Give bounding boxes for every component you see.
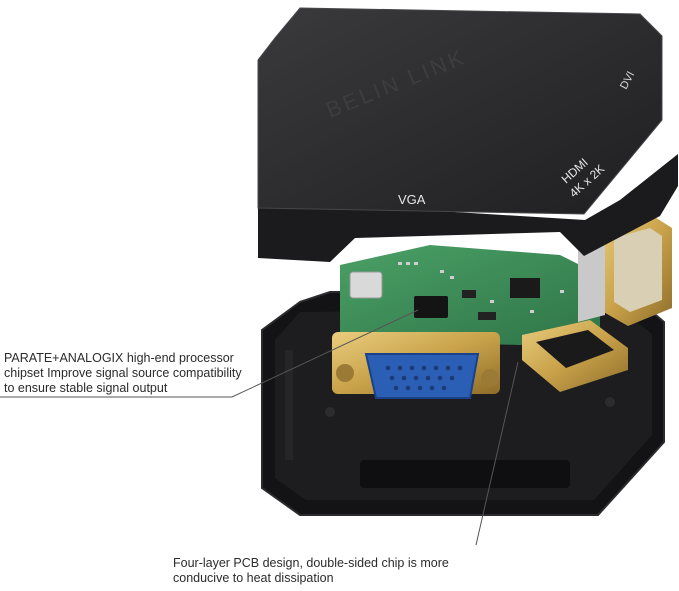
dvi-connector xyxy=(578,214,672,326)
lid-vga-label: VGA xyxy=(398,192,426,207)
hdmi-connector xyxy=(522,320,628,392)
callout-chipset: PARATE+ANALOGIX high-end processor chips… xyxy=(4,351,242,396)
callout-chipset-line-3: to ensure stable signal output xyxy=(4,381,168,395)
crystal-oscillator xyxy=(349,271,383,299)
callout-chipset-line-2: chipset Improve signal source compatibil… xyxy=(4,366,242,380)
vga-connector xyxy=(332,332,500,399)
leader-line-pcb xyxy=(475,361,519,546)
adapter-lid: BELIN LINK VGA DVI HDMI 4K x 2K xyxy=(257,7,678,262)
callout-pcb-line-2: conducive to heat dissipation xyxy=(173,571,334,585)
callout-chipset-line-1: PARATE+ANALOGIX high-end processor xyxy=(4,351,234,365)
pcb-board xyxy=(340,245,600,345)
callout-pcb: Four-layer PCB design, double-sided chip… xyxy=(173,556,449,586)
leader-line-chipset xyxy=(0,309,419,398)
processor-chip xyxy=(414,296,448,318)
callout-leader-lines xyxy=(0,309,519,546)
callout-pcb-line-1: Four-layer PCB design, double-sided chip… xyxy=(173,556,449,570)
